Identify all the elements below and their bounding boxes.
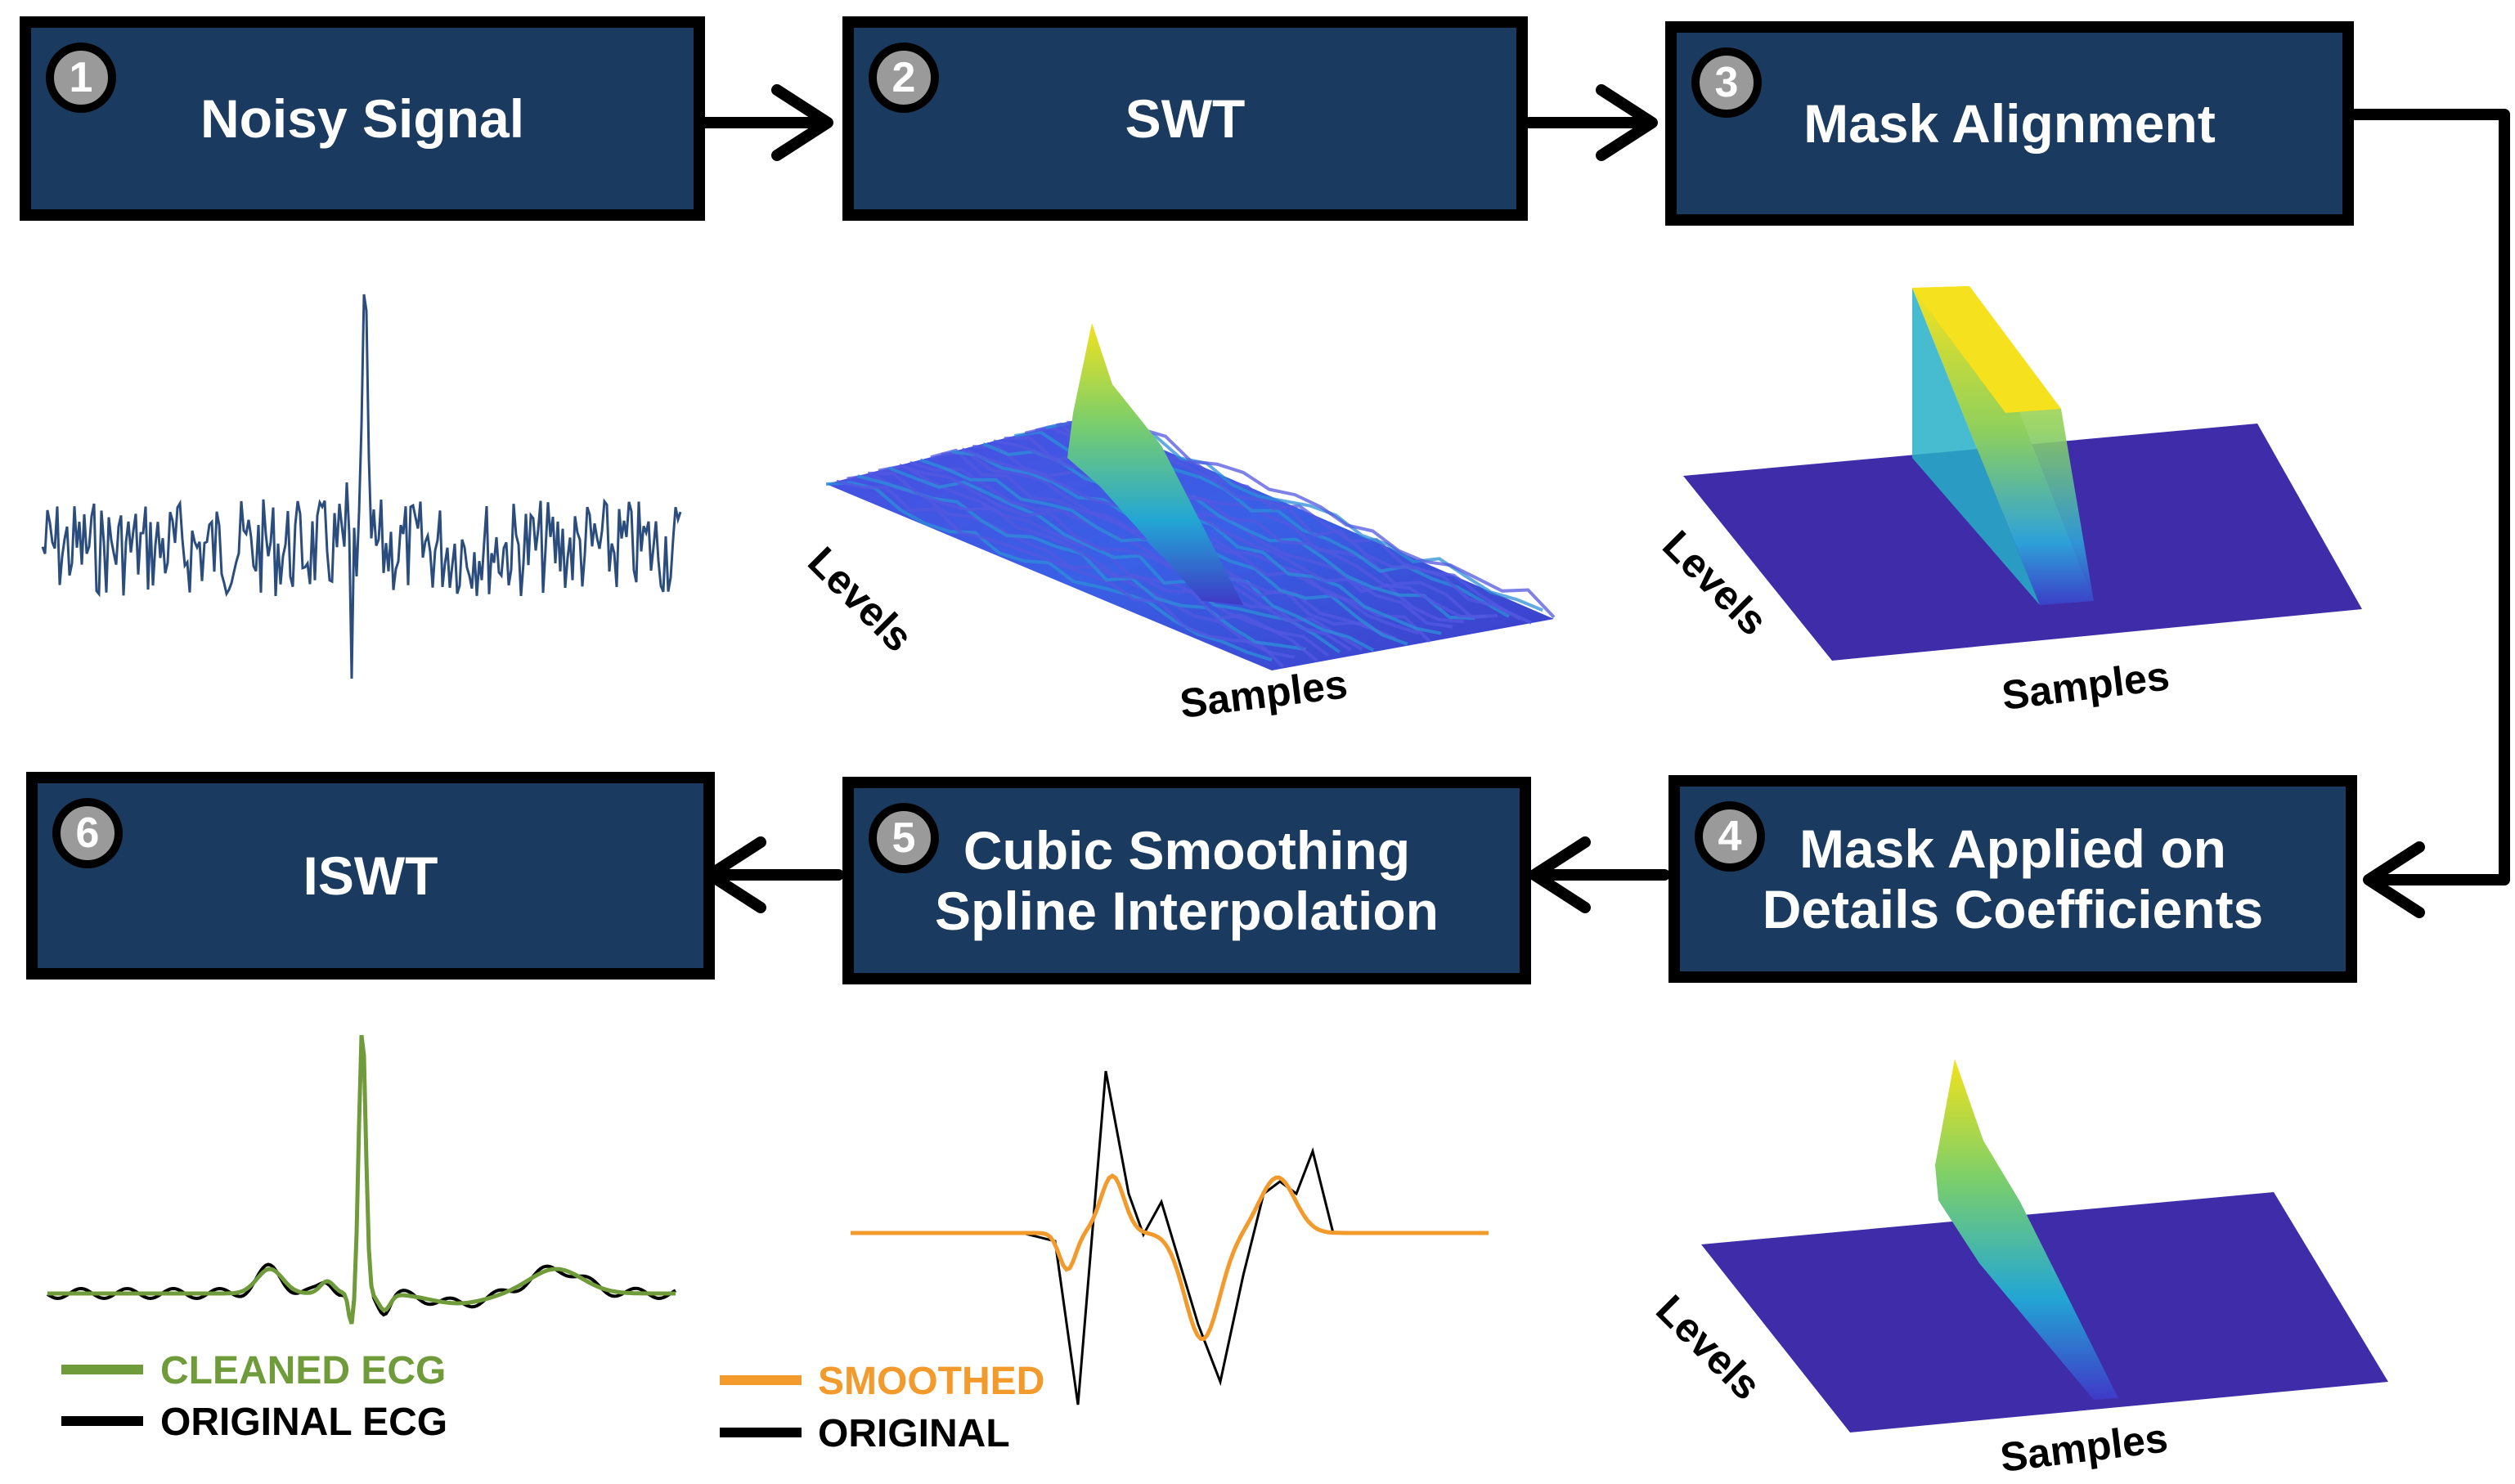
- swt-ridge-line: [868, 471, 1318, 662]
- step-4-title: Mask Applied on Details Coefficients: [1680, 818, 2346, 939]
- step-6-title: ISWT: [38, 845, 703, 906]
- arrowhead-4-to-5: [1529, 836, 1591, 913]
- swt-ridge-line: [888, 466, 1341, 654]
- flow-arrows: [699, 84, 2510, 918]
- step-4-box: 4 Mask Applied on Details Coefficients: [1668, 775, 2357, 983]
- noisy-signal-trace: [41, 294, 682, 679]
- step-6-badge: 6: [52, 798, 123, 868]
- smoothed-detail-trace: [851, 1172, 1489, 1341]
- step-2-box: 2 SWT: [842, 16, 1528, 221]
- step-2-title: SWT: [854, 88, 1516, 149]
- step-5-title-line-2: Spline Interpolation: [934, 881, 1439, 941]
- swt-ridge-line: [1087, 411, 1556, 619]
- step-1-box: 1 Noisy Signal: [20, 16, 705, 221]
- mask-wall-face: [1912, 288, 2040, 605]
- swt-ridge-line: [909, 460, 1363, 651]
- mask-samples-label: Samples: [2000, 652, 2172, 719]
- cleaned-ecg-legend: CLEANED ECG ORIGINAL ECG: [61, 1349, 447, 1444]
- step-2-badge: 2: [869, 43, 939, 113]
- swt-surface-plot: [825, 323, 1556, 670]
- step-2-title-line: SWT: [1125, 88, 1246, 149]
- step-4-title-line-2: Details Coefficients: [1762, 879, 2264, 939]
- swt-ridge-line: [993, 439, 1453, 629]
- arrow-3-to-4: [2350, 109, 2510, 885]
- step-1-title-line: Noisy Signal: [200, 88, 525, 149]
- legend-label-original: ORIGINAL: [818, 1412, 1010, 1455]
- step-5-badge: 5: [869, 803, 939, 873]
- step-3-title: Mask Alignment: [1677, 93, 2342, 154]
- spline-comparison-plot: [851, 1070, 1489, 1406]
- applied-surface-peak: [1935, 1059, 2118, 1400]
- legend-label-smoothed: SMOOTHED: [818, 1360, 1044, 1403]
- swt-levels-label: Levels: [799, 538, 922, 661]
- mask-applied-plot: [1701, 1059, 2388, 1432]
- mask-wall-top: [1912, 286, 2061, 413]
- step-5-box: 5 Cubic Smoothing Spline Interpolation: [842, 777, 1531, 984]
- swt-surface-peak: [1067, 323, 1243, 605]
- cleaned-ecg-trace: [47, 1034, 676, 1325]
- step-4-badge: 4: [1695, 801, 1765, 872]
- ecg-comparison-plot: [46, 1034, 676, 1325]
- step-3-badge: 3: [1691, 47, 1762, 118]
- arrowhead-3-to-4: [2363, 841, 2425, 918]
- step-6-box: 6 ISWT: [26, 772, 715, 980]
- swt-ridge-line: [836, 479, 1285, 669]
- step-3-box: 3 Mask Alignment: [1665, 21, 2354, 226]
- legend-label-cleaned: CLEANED ECG: [160, 1349, 446, 1392]
- step-1-badge: 1: [46, 43, 116, 113]
- step-3-title-line: Mask Alignment: [1803, 93, 2216, 154]
- swt-ridge-line: [825, 481, 1273, 662]
- step-1-title: Noisy Signal: [31, 88, 694, 149]
- arrowhead-2-to-3: [1596, 84, 1658, 161]
- legend-label-original-ecg: ORIGINAL ECG: [160, 1401, 447, 1444]
- step-4-title-line-1: Mask Applied on: [1799, 818, 2226, 879]
- swt-ridge-line: [1076, 418, 1543, 612]
- smoothed-legend: SMOOTHED ORIGINAL: [720, 1360, 1044, 1455]
- step-5-title: Cubic Smoothing Spline Interpolation: [854, 820, 1520, 941]
- mask-alignment-plot: [1683, 286, 2362, 661]
- swt-samples-label: Samples: [1178, 661, 1350, 727]
- step-6-title-line: ISWT: [303, 845, 438, 906]
- original-detail-trace: [851, 1070, 1489, 1406]
- applied-samples-label: Samples: [1998, 1415, 2171, 1481]
- step-5-title-line-1: Cubic Smoothing: [963, 820, 1411, 881]
- arrowhead-1-to-2: [771, 84, 833, 161]
